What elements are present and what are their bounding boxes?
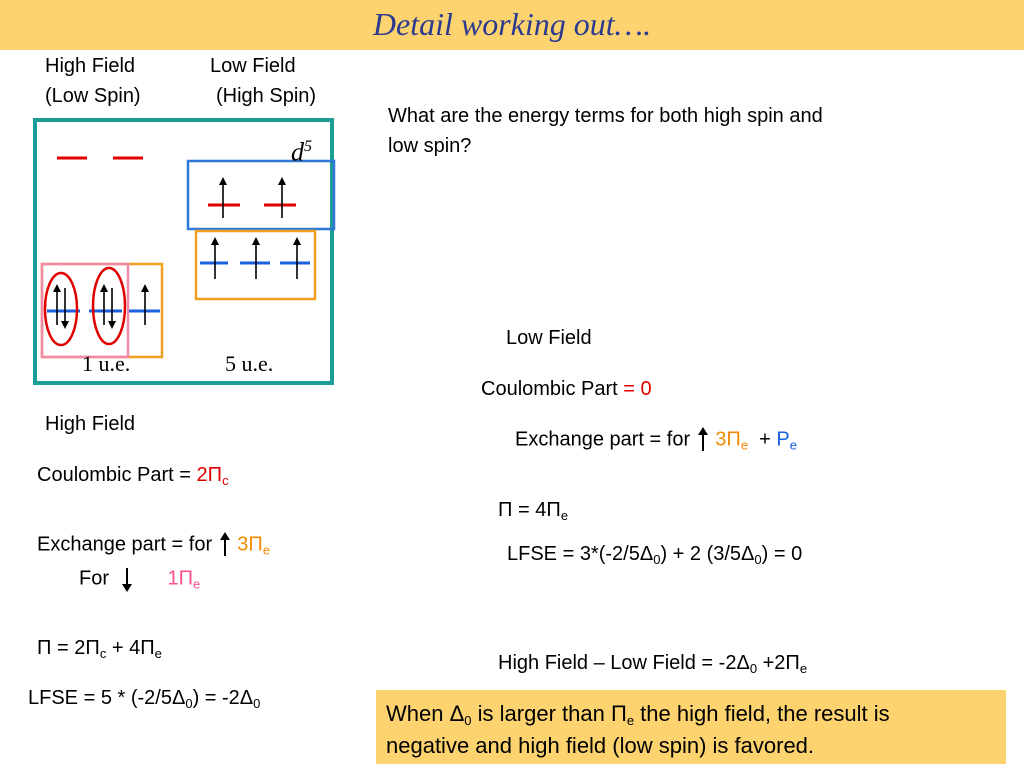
- high-field-ue-label: 1 u.e.: [82, 351, 131, 376]
- conclusion-line-1: When Δ0 is larger than Πe the high field…: [386, 701, 890, 728]
- t2g-pink-box: [40, 262, 130, 359]
- low-field-coulombic: Coulombic Part = 0: [481, 378, 652, 400]
- conclusion-note: When Δ0 is larger than Πe the high field…: [376, 690, 1006, 764]
- t2g-box: [194, 229, 317, 301]
- high-field-lfse: LFSE = 5 * (-2/5Δ0) = -2Δ0: [28, 687, 261, 711]
- high-field-heading: High Field: [45, 413, 136, 435]
- high-field-coulombic: Coulombic Part = 2Πc: [37, 464, 229, 488]
- spin-up-arrow-icon: [219, 532, 230, 556]
- high-spin-header: (High Spin): [216, 85, 317, 107]
- low-field-exchange: Exchange part = for 3Πe + Pe: [515, 427, 797, 453]
- conclusion-line-2: negative and high field (low spin) is fa…: [386, 733, 815, 758]
- high-field-pi-equation: Π = 2Πc + 4Πe: [37, 637, 162, 661]
- low-field-pi-equation: Π = 4Πe: [498, 499, 569, 523]
- spin-down-arrow-icon: [122, 568, 133, 592]
- low-field-header: Low Field: [210, 55, 296, 77]
- paired-electron-circle: [43, 271, 79, 347]
- low-field-heading: Low Field: [506, 327, 592, 349]
- question-line-2: low spin?: [388, 135, 472, 157]
- high-field-header: High Field: [45, 55, 136, 77]
- slide-title: Detail working out….: [372, 6, 652, 42]
- low-field-ue-label: 5 u.e.: [225, 351, 274, 376]
- diagram-frame: [33, 118, 334, 385]
- paired-electron-circle: [91, 266, 127, 346]
- low-spin-header: (Low Spin): [45, 85, 141, 107]
- title-bar: [0, 0, 1024, 50]
- d5-config-label: d5: [291, 137, 312, 167]
- high-field-exchange-down: For 1Πe: [79, 567, 201, 592]
- eg-box: [186, 159, 336, 231]
- question-line-1: What are the energy terms for both high …: [388, 105, 823, 127]
- high-field-exchange-up: Exchange part = for 3Πe: [37, 532, 271, 558]
- field-difference: High Field – Low Field = -2Δ0 +2Πe: [498, 652, 808, 676]
- low-field-lfse: LFSE = 3*(-2/5Δ0) + 2 (3/5Δ0) = 0: [507, 543, 803, 567]
- spin-up-arrow-icon: [697, 427, 708, 451]
